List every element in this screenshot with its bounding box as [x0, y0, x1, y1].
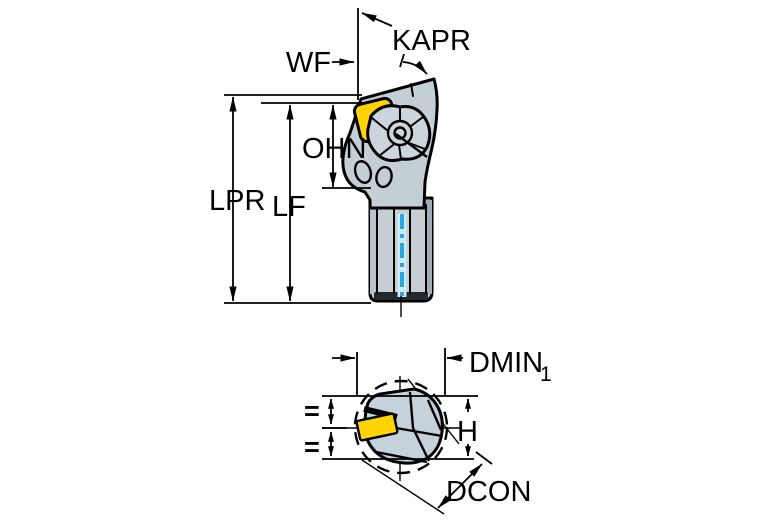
- clamp-screw-hole: [393, 126, 407, 140]
- end-facet-line: [375, 450, 428, 464]
- side-view: WF KAPR OHN LPR LF: [209, 8, 471, 317]
- tool-shank: [368, 196, 434, 303]
- ohn-label: OHN: [302, 133, 366, 165]
- clamp-facet-line: [410, 116, 424, 127]
- end-view-dimensions: [322, 348, 493, 509]
- equal-mark-upper: =: [304, 396, 320, 426]
- lf-label: LF: [272, 191, 306, 223]
- equal-mark-lower: =: [304, 432, 320, 462]
- side-view-dimensions: [224, 8, 428, 317]
- head-edge-mark: [410, 83, 414, 97]
- clamp-screw-boss: [386, 119, 414, 147]
- lpr-label: LPR: [209, 185, 265, 217]
- head-cross-section: [355, 387, 444, 465]
- end-view: DMIN 1 H DCON = =: [304, 347, 552, 515]
- dcon-shank-circle: [353, 379, 449, 475]
- side-view-labels: WF KAPR OHN LPR LF: [209, 25, 471, 223]
- end-facet-line: [411, 427, 431, 462]
- head-lug: [375, 165, 393, 189]
- dcon-label: DCON: [446, 476, 531, 508]
- clamp-facet-line: [398, 144, 402, 160]
- kapr-angle-arc: [402, 60, 428, 75]
- kapr-angle-tick: [399, 53, 405, 68]
- kapr-label: KAPR: [392, 25, 471, 57]
- clamp-facet-line: [378, 144, 394, 157]
- head-lug: [353, 160, 373, 184]
- clamp-facet-line: [408, 142, 426, 150]
- shank-right-band: [426, 200, 432, 294]
- end-view-insert: [355, 412, 399, 442]
- dcon-end-tick: [475, 451, 493, 465]
- wf-label: WF: [286, 47, 331, 79]
- end-view-labels: DMIN 1 H DCON = =: [304, 347, 552, 508]
- clamp-facet-line: [371, 117, 389, 132]
- kapr-leader-arrow: [361, 12, 393, 27]
- h-label: H: [457, 416, 478, 448]
- dcon-extension-line: [361, 459, 445, 515]
- end-facet-line: [395, 426, 443, 438]
- dcon-dimension-line: [437, 463, 483, 509]
- insert-seat-line: [395, 133, 428, 158]
- end-facet-line: [426, 399, 443, 431]
- tool-head: [341, 77, 439, 210]
- shank-left-band: [370, 200, 377, 294]
- dmin-subscript: 1: [540, 363, 552, 386]
- dmin-label: DMIN: [469, 347, 543, 379]
- end-facet-line: [408, 391, 415, 429]
